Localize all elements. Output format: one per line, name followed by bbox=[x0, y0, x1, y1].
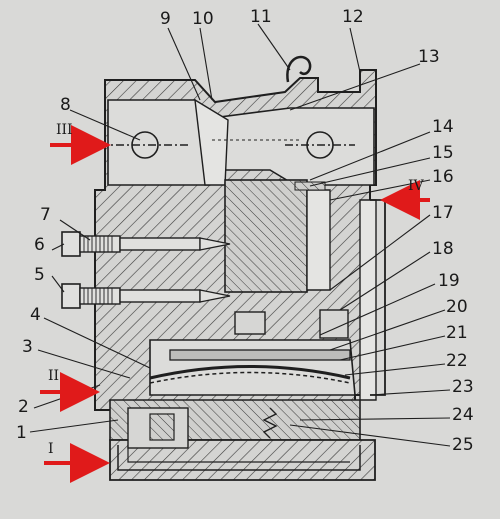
adjust-screw-7 bbox=[61, 231, 231, 257]
label-18: 18 bbox=[432, 239, 454, 259]
leader-lines bbox=[29, 23, 451, 447]
label-4: 4 bbox=[30, 305, 41, 325]
inlet-arrows bbox=[40, 125, 430, 483]
label-13: 13 bbox=[418, 47, 440, 67]
label-7: 7 bbox=[40, 205, 51, 225]
port-III-label: III bbox=[56, 122, 73, 138]
label-12: 12 bbox=[342, 7, 364, 27]
carburetor-body bbox=[94, 55, 386, 481]
label-8: 8 bbox=[60, 95, 71, 115]
label-23: 23 bbox=[452, 377, 474, 397]
label-16: 16 bbox=[432, 167, 454, 187]
label-14: 14 bbox=[432, 117, 454, 137]
label-20: 20 bbox=[446, 297, 468, 317]
label-6: 6 bbox=[34, 235, 45, 255]
label-24: 24 bbox=[452, 405, 474, 425]
label-11: 11 bbox=[250, 7, 272, 27]
adjust-screw-5 bbox=[61, 283, 231, 309]
label-9: 9 bbox=[160, 9, 171, 29]
port-II-label: II bbox=[48, 368, 59, 384]
label-15: 15 bbox=[432, 143, 454, 163]
label-22: 22 bbox=[446, 351, 468, 371]
label-1: 1 bbox=[16, 423, 27, 443]
port-IV-label: IV bbox=[408, 178, 425, 194]
label-17: 17 bbox=[432, 203, 454, 223]
label-25: 25 bbox=[452, 435, 474, 455]
label-5: 5 bbox=[34, 265, 45, 285]
label-10: 10 bbox=[192, 9, 214, 29]
label-19: 19 bbox=[438, 271, 460, 291]
label-21: 21 bbox=[446, 323, 468, 343]
label-3: 3 bbox=[22, 337, 33, 357]
port-I-label: I bbox=[48, 441, 54, 457]
label-2: 2 bbox=[18, 397, 29, 417]
